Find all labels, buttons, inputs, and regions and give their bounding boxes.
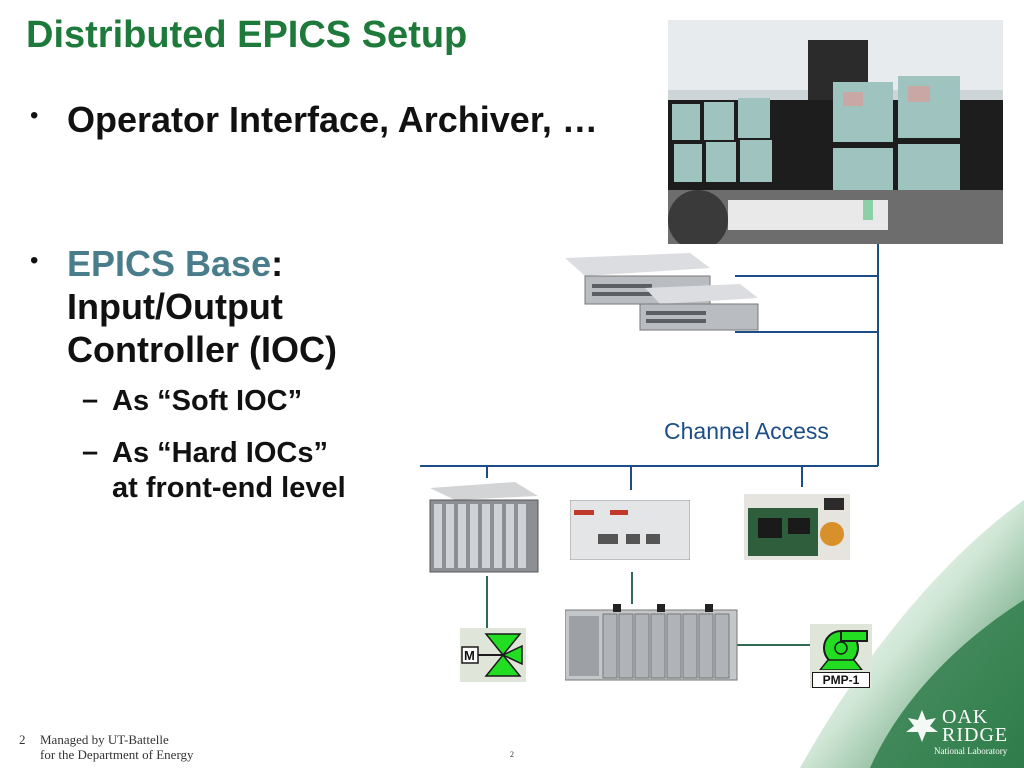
epics-base-label: EPICS Base: [67, 243, 272, 284]
micro-ioc-icon: [570, 500, 690, 560]
motor-valve-icon: M: [460, 628, 526, 682]
bullet-marker: •: [30, 102, 39, 129]
control-room-photo: [668, 20, 1003, 244]
slide-title: Distributed EPICS Setup: [26, 14, 468, 56]
pump-label: PMP-1: [812, 672, 870, 688]
bullet-operator-interface: Operator Interface, Archiver, …: [67, 99, 598, 140]
bullet-epics-base-line2: Input/Output: [67, 286, 283, 327]
bullet-epics-base-line3: Controller (IOC): [67, 329, 337, 370]
leaf-icon: [906, 710, 938, 742]
valve-graphic: [461, 633, 523, 677]
ornl-logo: OAK RIDGE National Laboratory: [904, 706, 1016, 762]
logo-ridge: RIDGE: [942, 724, 1009, 746]
bullet-epics-base: EPICS Base: Input/Output Controller (IOC…: [67, 242, 337, 371]
sub-bullet-soft-ioc: As “Soft IOC”: [112, 385, 303, 417]
managed-line1: Managed by UT-Battelle: [40, 732, 169, 747]
embedded-board-icon: [744, 494, 850, 560]
pump-icon: PMP-1: [810, 624, 872, 688]
managed-line2: for the Department of Energy: [40, 747, 194, 762]
pump-graphic: [819, 630, 868, 670]
sub-bullet-hard-iocs: As “Hard IOCs” at front-end level: [112, 436, 346, 506]
logo-oak: OAK: [942, 706, 989, 728]
channel-access-label: Channel Access: [664, 418, 829, 444]
sub-bullet-hard-iocs-line2: at front-end level: [112, 472, 346, 504]
logo-national-laboratory: National Laboratory: [934, 746, 1008, 756]
valve-motor-label: M: [464, 648, 475, 663]
epics-base-colon: :: [271, 243, 284, 284]
sub-bullet-hard-iocs-line1: As “Hard IOCs”: [112, 437, 328, 469]
page-number: 2: [19, 732, 26, 747]
vme-crate-icon: [429, 482, 539, 573]
rack-server-icon: [565, 253, 759, 331]
managed-by-text: Managed by UT-Battelle for the Departmen…: [40, 732, 194, 762]
plc-icon: [565, 604, 738, 681]
sub-bullet-marker: –: [82, 384, 99, 416]
bullet-marker: •: [30, 247, 39, 274]
sub-bullet-marker: –: [82, 436, 99, 468]
center-slide-number: 2: [510, 750, 514, 759]
